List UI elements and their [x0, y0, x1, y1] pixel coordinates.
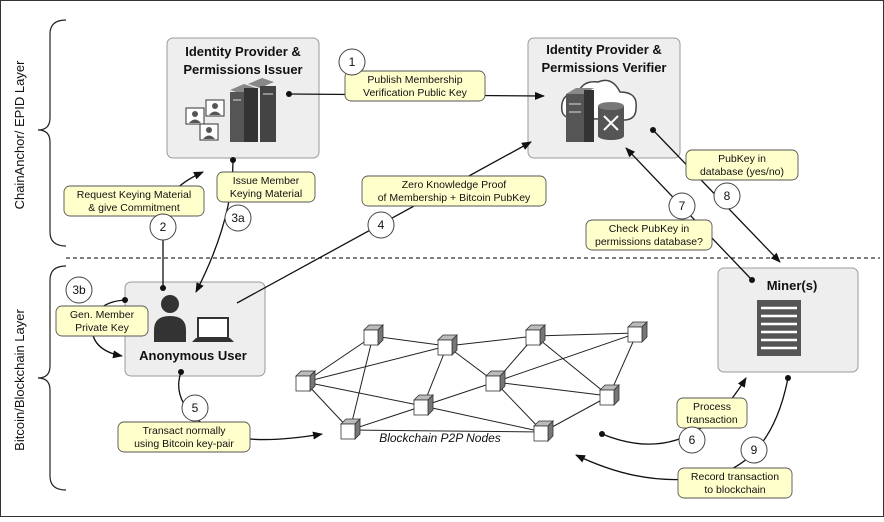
svg-text:2: 2 — [160, 220, 167, 234]
note-publish: Publish Membership Verification Public K… — [344, 70, 486, 102]
step-2: 2 — [149, 213, 177, 241]
cube-icon — [295, 370, 316, 392]
top-layer-label: ChainAnchor/ EPID Layer — [12, 60, 27, 210]
svg-text:Verification Public Key: Verification Public Key — [363, 87, 468, 99]
svg-text:Request Keying Material: Request Keying Material — [77, 189, 191, 201]
cube-icon — [533, 420, 554, 442]
cube-icon — [413, 394, 434, 416]
note-record: Record transaction to blockchain — [677, 467, 793, 499]
svg-text:Check PubKey in: Check PubKey in — [609, 223, 690, 235]
svg-text:3a: 3a — [231, 211, 245, 225]
p2p-nodes — [295, 321, 648, 442]
svg-text:Issue Member: Issue Member — [233, 175, 300, 187]
issuer-title-line2: Permissions Issuer — [183, 62, 302, 77]
issuer-title-line1: Identity Provider & — [185, 44, 301, 59]
note-request: Request Keying Material & give Commitmen… — [63, 185, 205, 217]
verifier-title-line2: Permissions Verifier — [541, 60, 666, 75]
step-9: 9 — [740, 436, 768, 464]
svg-text:using Bitcoin key-pair: using Bitcoin key-pair — [134, 438, 234, 450]
user-title: Anonymous User — [139, 348, 247, 363]
note-zkp: Zero Knowledge Proof of Membership + Bit… — [361, 175, 547, 207]
svg-text:6: 6 — [689, 433, 696, 447]
note-check: Check PubKey in permissions database? — [585, 219, 713, 251]
verifier-title-line1: Identity Provider & — [546, 42, 662, 57]
svg-text:7: 7 — [679, 199, 686, 213]
cube-icon — [340, 418, 361, 440]
svg-text:Process: Process — [693, 401, 731, 413]
svg-text:3b: 3b — [72, 283, 86, 297]
svg-text:Record transaction: Record transaction — [691, 471, 779, 483]
people-cards-icon — [185, 99, 225, 141]
note-pubkey-db: PubKey in database (yes/no) — [685, 149, 799, 181]
svg-text:1: 1 — [349, 55, 356, 69]
step-3b: 3b — [65, 276, 93, 304]
svg-text:permissions database?: permissions database? — [595, 236, 703, 248]
svg-text:to blockchain: to blockchain — [704, 484, 765, 496]
miners-box: Miner(s) — [717, 267, 859, 373]
step-1: 1 — [338, 48, 366, 76]
miners-title: Miner(s) — [767, 278, 818, 293]
note-transact: Transact normally using Bitcoin key-pair — [117, 421, 251, 453]
note-process: Process transaction — [676, 397, 748, 429]
p2p-network-edges — [304, 332, 638, 433]
svg-text:Zero Knowledge Proof: Zero Knowledge Proof — [402, 179, 507, 191]
svg-text:Private Key: Private Key — [75, 322, 129, 334]
top-layer-bracket — [37, 19, 67, 247]
network-label: Blockchain P2P Nodes — [379, 431, 501, 445]
svg-text:9: 9 — [751, 443, 758, 457]
svg-text:5: 5 — [192, 401, 199, 415]
person-icon — [154, 295, 186, 342]
svg-text:Publish Membership: Publish Membership — [367, 74, 462, 86]
bottom-layer-bracket — [37, 265, 67, 491]
svg-text:transaction: transaction — [686, 414, 738, 426]
step-8: 8 — [713, 182, 741, 210]
step-5: 5 — [181, 394, 209, 422]
cube-icon — [599, 384, 620, 406]
svg-text:PubKey in: PubKey in — [718, 153, 766, 165]
step-7: 7 — [668, 192, 696, 220]
step-6: 6 — [678, 426, 706, 454]
svg-text:Keying Material: Keying Material — [230, 188, 302, 200]
svg-text:Gen. Member: Gen. Member — [70, 309, 135, 321]
laptop-icon — [192, 317, 234, 342]
server-icon — [230, 78, 276, 142]
svg-text:database (yes/no): database (yes/no) — [700, 166, 784, 178]
verifier-box: Identity Provider & Permissions Verifier — [527, 37, 681, 159]
svg-text:8: 8 — [724, 189, 731, 203]
cube-icon — [363, 324, 384, 346]
cube-icon — [485, 370, 506, 392]
svg-text:& give Commitment: & give Commitment — [88, 202, 180, 214]
bottom-layer-label: Bitcoin/Blockchain Layer — [12, 309, 27, 451]
step-3a: 3a — [224, 204, 252, 232]
cube-icon — [525, 324, 546, 346]
database-icon — [598, 102, 624, 140]
cube-icon — [437, 334, 458, 356]
issuer-box: Identity Provider & Permissions Issuer — [166, 37, 320, 159]
note-gen: Gen. Member Private Key — [55, 305, 149, 337]
step-4: 4 — [367, 211, 395, 239]
note-issue: Issue Member Keying Material — [216, 171, 316, 203]
svg-text:Transact normally: Transact normally — [142, 425, 226, 437]
rack-server-icon — [757, 300, 801, 356]
svg-text:4: 4 — [378, 218, 385, 232]
svg-text:of Membership + Bitcoin PubKey: of Membership + Bitcoin PubKey — [378, 192, 531, 204]
cube-icon — [627, 321, 648, 343]
server-icon — [566, 88, 594, 142]
